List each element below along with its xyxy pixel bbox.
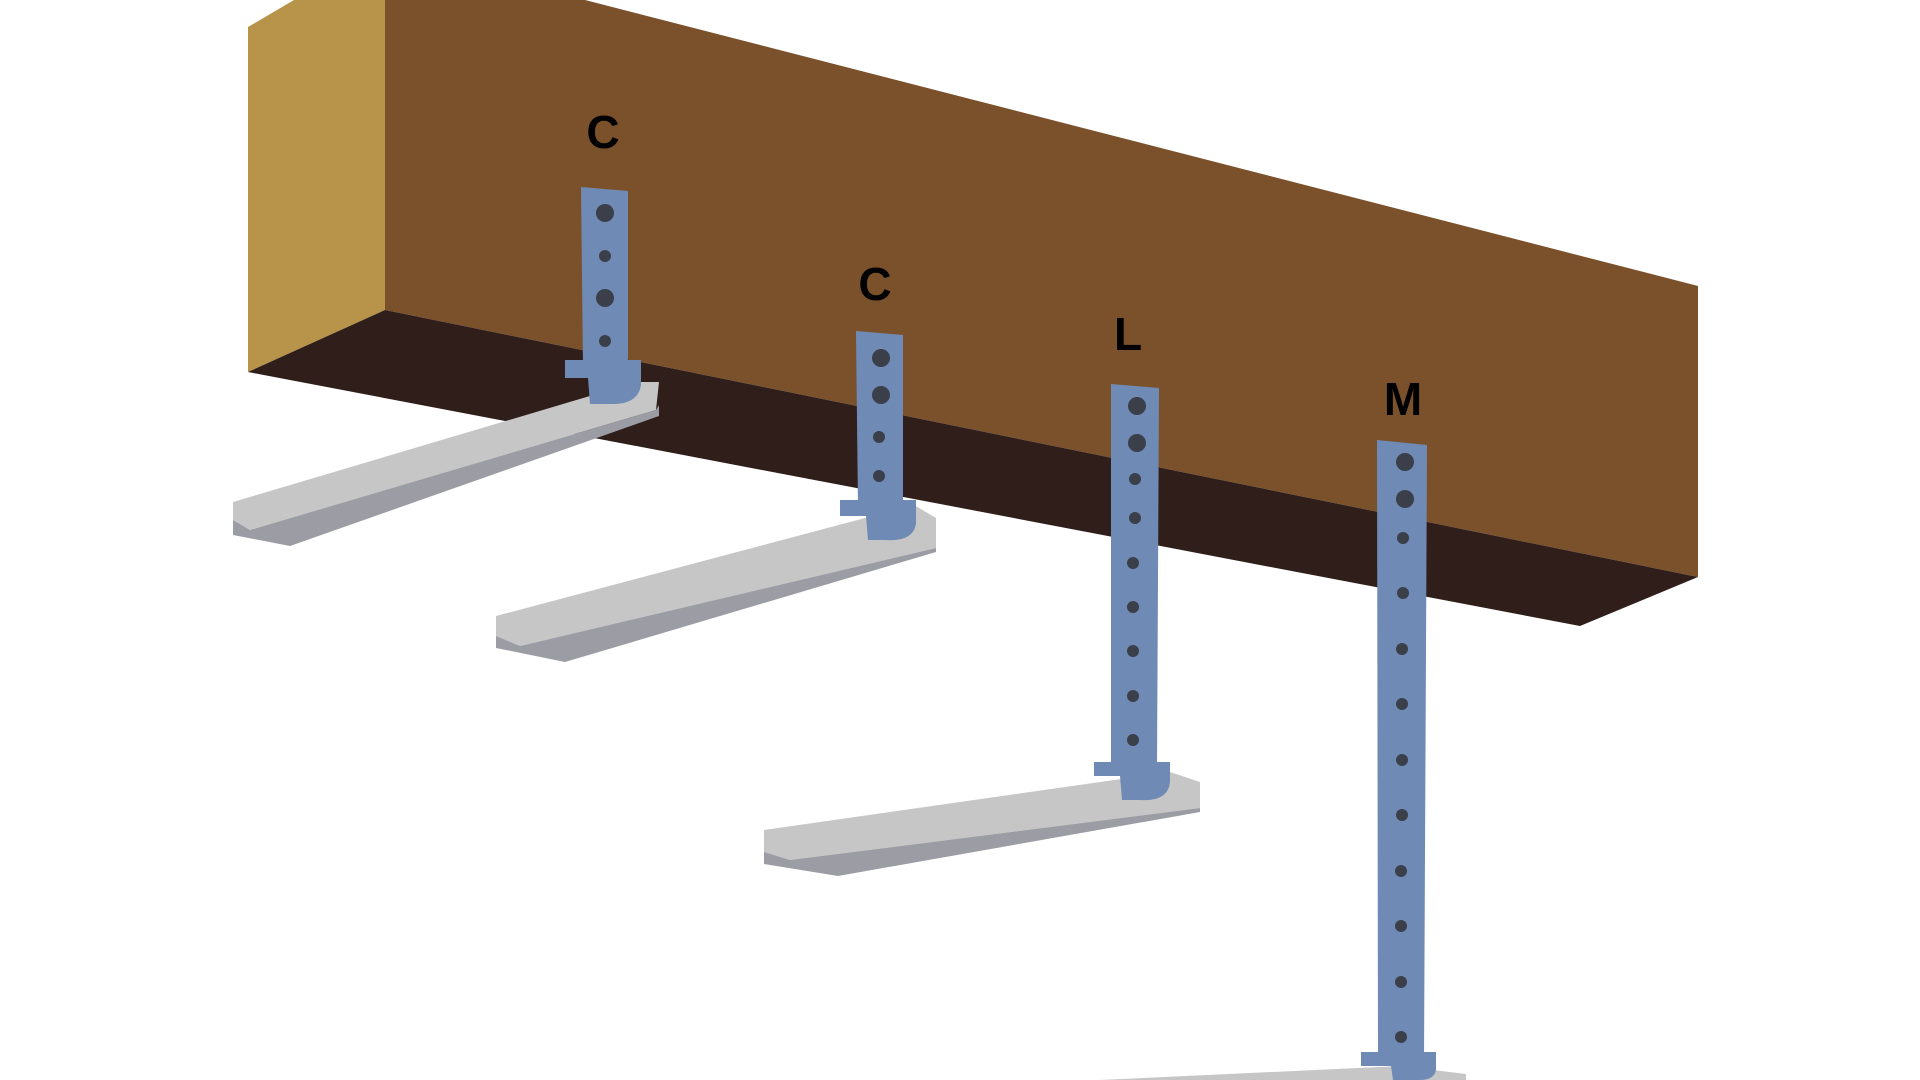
strap-hole xyxy=(1127,557,1139,569)
strap-hole xyxy=(1396,490,1414,508)
support-arm-top xyxy=(233,382,659,530)
support-arm-top xyxy=(496,505,936,646)
strap-hole xyxy=(1395,1031,1407,1043)
hanger-shoe xyxy=(840,500,916,541)
strap-hole xyxy=(872,386,890,404)
strap-hole xyxy=(1395,920,1407,932)
hanger-label: L xyxy=(1114,308,1142,360)
strap-hole xyxy=(872,349,890,367)
hanger-strap xyxy=(1111,384,1159,770)
hanger-strap xyxy=(581,187,628,368)
strap-hole xyxy=(599,250,611,262)
strap-hole xyxy=(1395,976,1407,988)
hanger-bracket: C xyxy=(233,106,659,546)
support-arm-top xyxy=(1100,1066,1466,1080)
strap-hole xyxy=(873,431,885,443)
strap-hole xyxy=(1127,690,1139,702)
strap-hole xyxy=(596,204,614,222)
support-arm-top xyxy=(764,772,1200,860)
hanger-shoe xyxy=(1361,1052,1436,1080)
strap-hole xyxy=(1128,397,1146,415)
strap-hole xyxy=(1127,734,1139,746)
hanger-strap xyxy=(856,331,903,508)
strap-hole xyxy=(596,289,614,307)
hanger-bracket: L xyxy=(764,308,1200,876)
hanger-label: M xyxy=(1384,373,1422,425)
strap-hole xyxy=(1129,473,1141,485)
hanger-shoe xyxy=(565,360,641,405)
beam-front-face xyxy=(385,0,1698,577)
support-arm-side xyxy=(233,405,659,546)
strap-hole xyxy=(1396,698,1408,710)
wooden-beam xyxy=(248,0,1698,626)
support-arm-side xyxy=(496,548,936,662)
strap-hole xyxy=(599,335,611,347)
strap-hole xyxy=(1396,809,1408,821)
strap-hole xyxy=(1128,434,1146,452)
hanger-strap xyxy=(1377,440,1427,1060)
strap-hole xyxy=(1396,754,1408,766)
strap-hole xyxy=(1396,453,1414,471)
strap-hole xyxy=(1395,865,1407,877)
beam-end-face xyxy=(248,0,385,372)
hanger-bracket: C xyxy=(496,258,936,662)
strap-hole xyxy=(873,470,885,482)
strap-hole xyxy=(1396,643,1408,655)
hanger-bracket: M xyxy=(1100,373,1466,1080)
strap-hole xyxy=(1127,645,1139,657)
strap-hole xyxy=(1127,601,1139,613)
strap-hole xyxy=(1397,532,1409,544)
strap-hole xyxy=(1397,587,1409,599)
support-arm-side xyxy=(764,808,1200,876)
hanger-label: C xyxy=(586,106,619,158)
hanger-shoe xyxy=(1094,762,1170,801)
hanger-label: C xyxy=(858,258,891,310)
strap-hole xyxy=(1129,512,1141,524)
